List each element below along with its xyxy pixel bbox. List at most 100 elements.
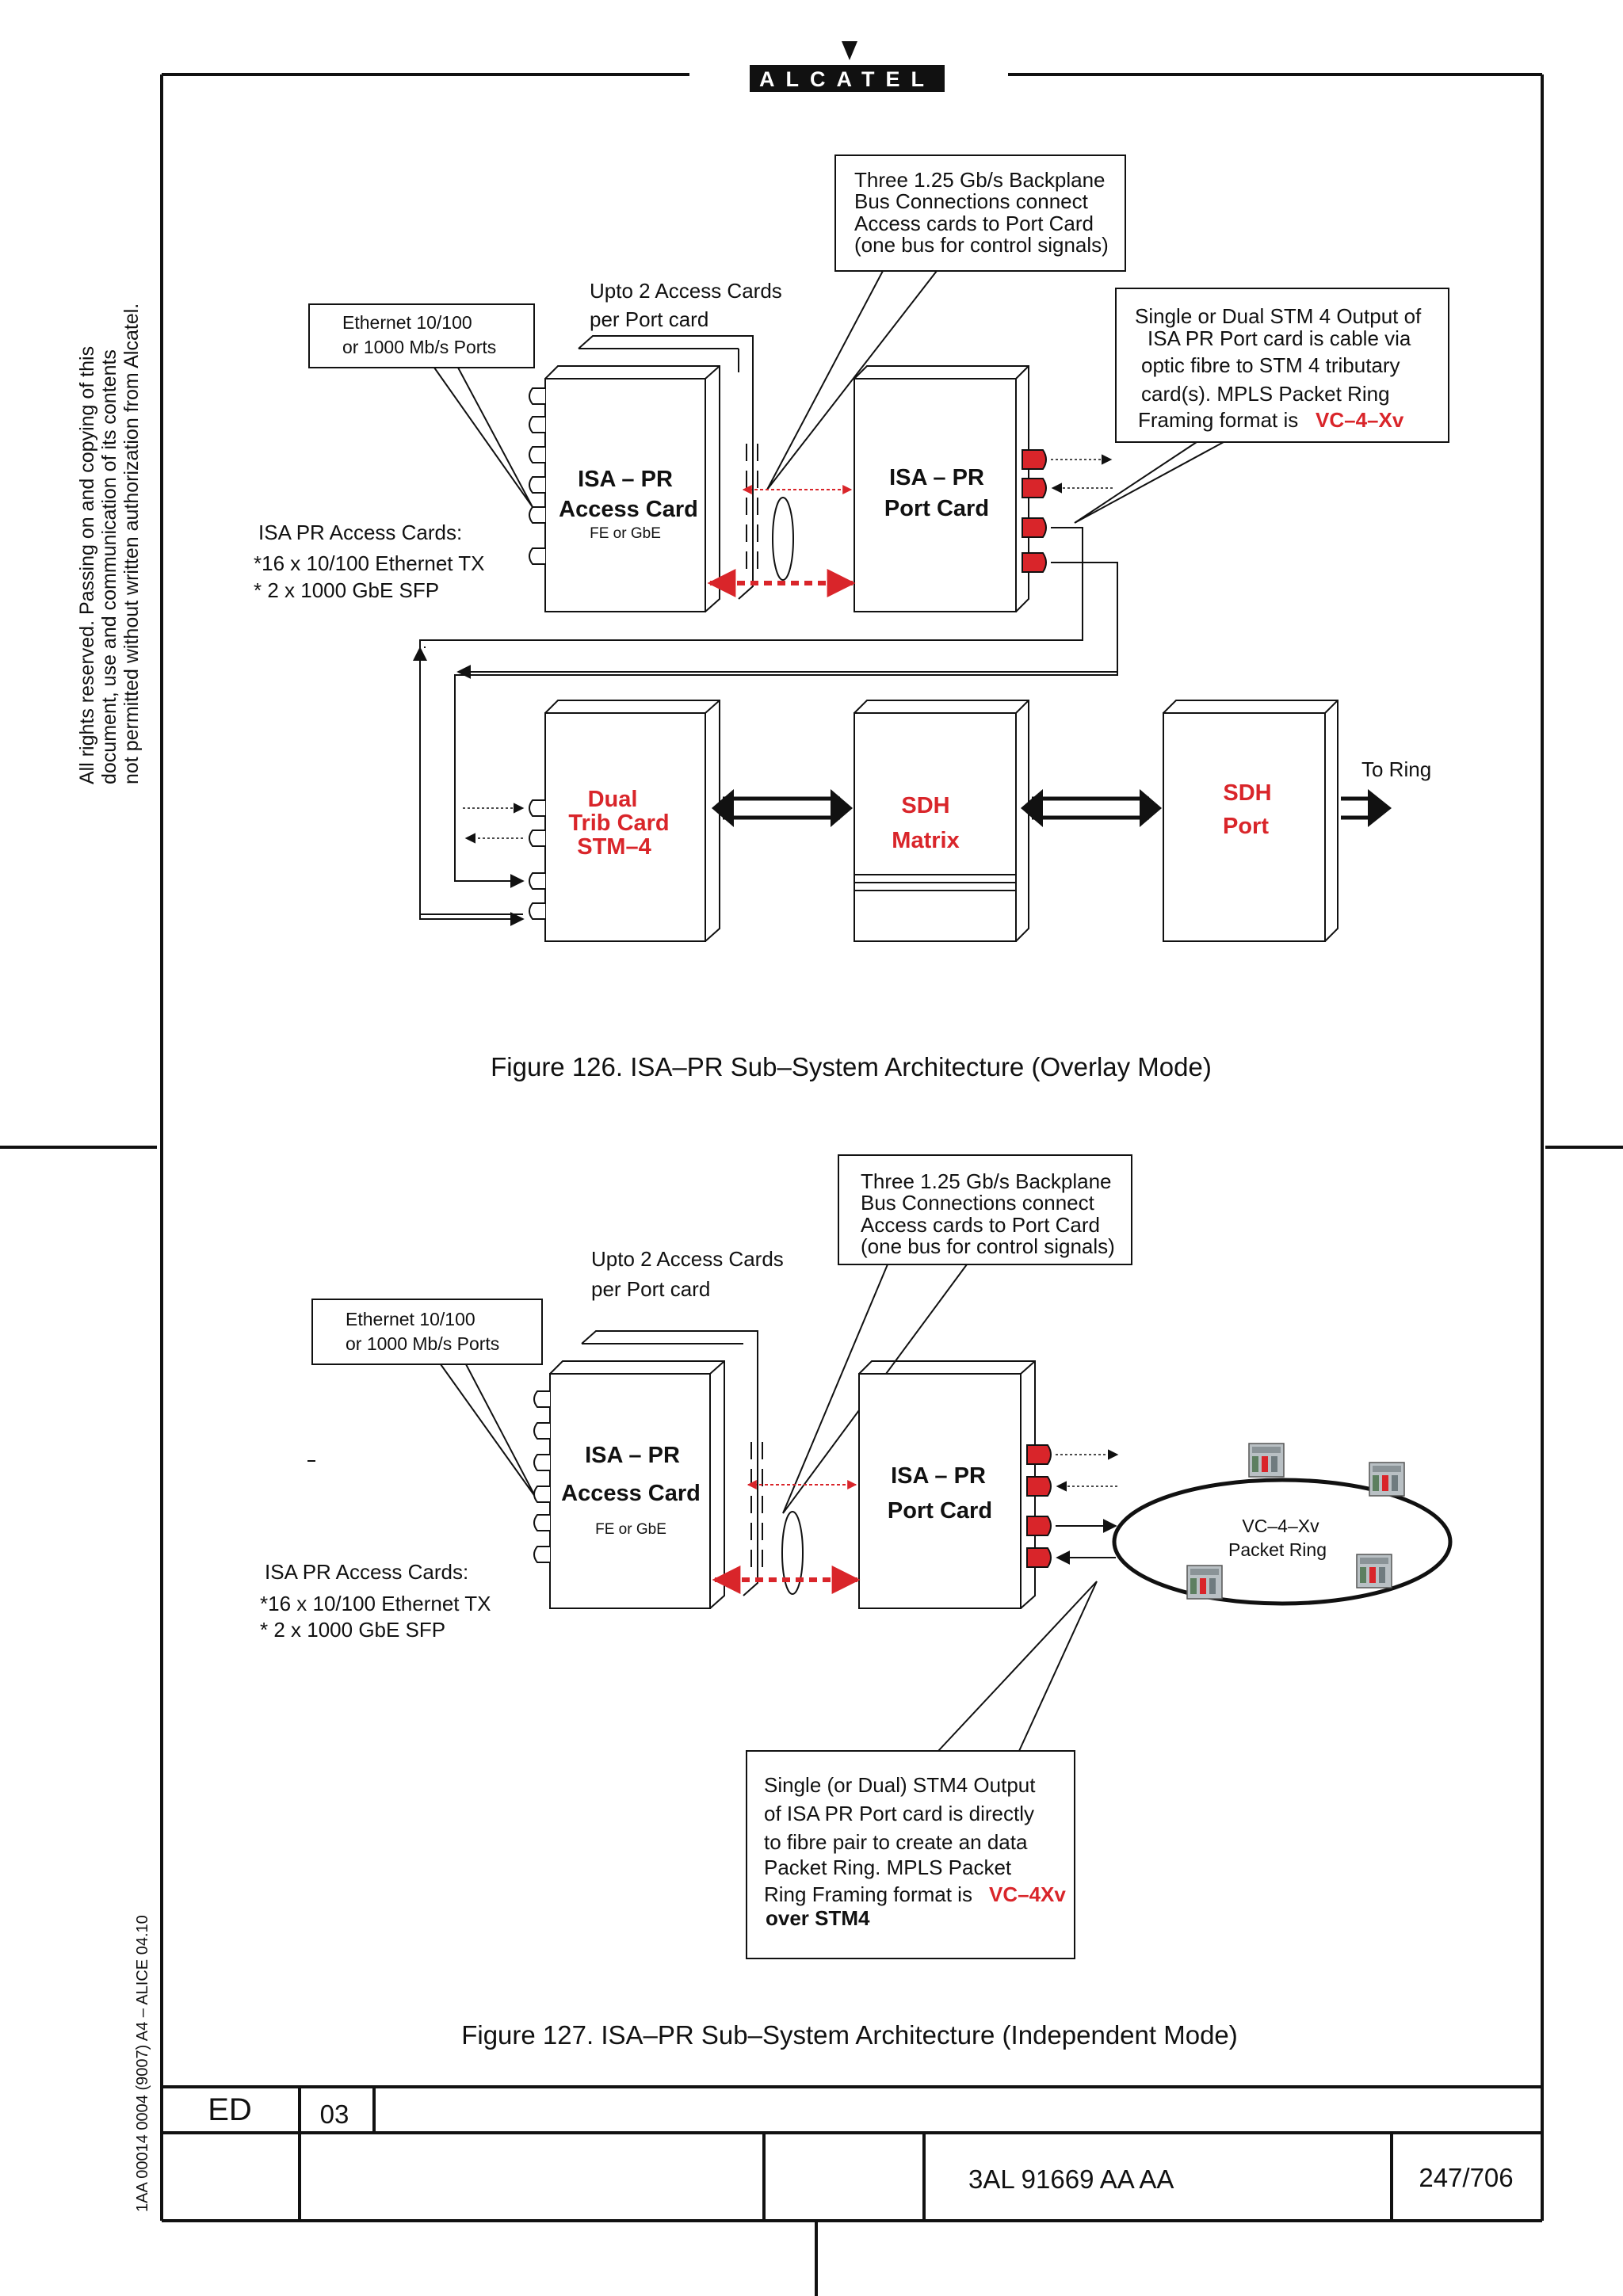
figure-126: Three 1.25 Gb/s Backplane Bus Connection… [254, 154, 1449, 1081]
output-note-bold: over STM4 [766, 1906, 870, 1930]
backplane-note-callout [782, 1264, 968, 1514]
thick-link-arrows [723, 796, 1371, 820]
ethernet-port-connectors [533, 1390, 550, 1563]
stm-note-line: optic fibre to STM 4 tributary [1141, 353, 1400, 377]
sdh-matrix-line: Matrix [892, 828, 959, 853]
ethernet-note-line: or 1000 Mb/s Ports [346, 1333, 499, 1354]
port-card-subtitle: Port Card [888, 1498, 992, 1524]
doc-code-label: 1AA 00014 0004 (9007) A4 – ALICE 04.10 [134, 1915, 151, 2212]
footer-ed-value: 03 [320, 2100, 349, 2129]
backplane-note-line: Three 1.25 Gb/s Backplane [861, 1169, 1112, 1193]
backplane-note-line: Access cards to Port Card [861, 1213, 1100, 1237]
doc-code-text: 1AA 00014 0004 (9007) A4 – ALICE 04.10 [134, 1915, 151, 2212]
output-note-line: of ISA PR Port card is directly [764, 1802, 1034, 1825]
ethernet-note-callout [433, 367, 533, 508]
port-card-subtitle: Port Card [884, 496, 989, 521]
ethernet-note-line: or 1000 Mb/s Ports [342, 337, 496, 357]
stm-output-note-box [1115, 288, 1449, 443]
upto-note-line: per Port card [590, 307, 708, 331]
network-node-icon [1248, 1443, 1285, 1478]
output-note-box [746, 1750, 1075, 1959]
stm-note-callout [1074, 441, 1224, 524]
network-node-icon [1186, 1565, 1223, 1600]
figure-127: Three 1.25 Gb/s Backplane Bus Connection… [260, 1154, 1453, 2050]
access-list-title: ISA PR Access Cards: [258, 521, 462, 544]
output-note-line: to fibre pair to create an data [764, 1830, 1028, 1854]
access-list-item: * 2 x 1000 GbE SFP [254, 578, 439, 602]
backplane-note-line: (one bus for control signals) [861, 1234, 1115, 1258]
upto-note-line: Upto 2 Access Cards [591, 1247, 784, 1271]
page-frame [0, 73, 1623, 2221]
stm-note-line: Framing format is [1138, 408, 1298, 432]
upto-note-line: per Port card [591, 1277, 710, 1301]
stm-note-line: Single or Dual STM 4 Output of [1135, 304, 1422, 328]
backplane-note-line: Bus Connections connect [854, 189, 1089, 213]
footer-ed-label: ED [208, 2092, 252, 2127]
trib-card-line: Trib Card [568, 810, 669, 836]
port-card-title: ISA – PR [891, 1463, 986, 1489]
sdh-matrix: SDH Matrix [854, 700, 1029, 942]
to-ring-label: To Ring [1361, 757, 1431, 781]
optical-port-connectors [1026, 1444, 1052, 1568]
ethernet-note-box [311, 1299, 543, 1365]
sdh-port: SDH Port [1163, 700, 1338, 942]
output-note-line: Ring Framing format is [764, 1882, 972, 1906]
isa-pr-access-card: ISA – PR Access Card FE or GbE [549, 1360, 725, 1609]
stm-note-format: VC–4–Xv [1316, 408, 1404, 432]
access-card-subtitle: Access Card [561, 1481, 701, 1506]
footer-page-number: 247/706 [1419, 2163, 1513, 2192]
side-copyright-note: All rights reserved. Passing on and copy… [76, 303, 143, 784]
sdh-port-line: SDH [1223, 780, 1271, 806]
backplane-note-line: Three 1.25 Gb/s Backplane [854, 168, 1106, 192]
figure-127-caption: Figure 127. ISA–PR Sub–System Architectu… [461, 2020, 1238, 2050]
network-node-icon [1369, 1462, 1405, 1497]
ethernet-note-callout [440, 1363, 537, 1498]
port-card-title: ISA – PR [889, 465, 984, 490]
footer-table [162, 2085, 1542, 2296]
ethernet-note-line: Ethernet 10/100 [342, 312, 472, 333]
footer-doc-number: 3AL 91669 AA AA [968, 2164, 1174, 2194]
upto-note-line: Upto 2 Access Cards [590, 279, 782, 303]
ethernet-note-line: Ethernet 10/100 [346, 1309, 475, 1329]
access-list-item: *16 x 10/100 Ethernet TX [260, 1592, 491, 1615]
network-node-icon [1356, 1554, 1392, 1589]
backplane-note-line: Access cards to Port Card [854, 212, 1094, 235]
access-card-subtitle: Access Card [559, 497, 698, 522]
output-note-line: Single (or Dual) STM4 Output [764, 1773, 1036, 1797]
figure-126-caption: Figure 126. ISA–PR Sub–System Architectu… [491, 1052, 1212, 1081]
backplane-note-line: Bus Connections connect [861, 1191, 1095, 1215]
access-card-title: ISA – PR [578, 467, 673, 492]
ring-label-line: VC–4–Xv [1242, 1516, 1319, 1536]
access-card-type: FE or GbE [595, 1521, 666, 1538]
ring-label-line: Packet Ring [1228, 1539, 1327, 1560]
backplane-note-line: (one bus for control signals) [854, 233, 1109, 257]
output-note-line: Packet Ring. MPLS Packet [764, 1855, 1012, 1879]
isa-pr-access-card: ISA – PR Access Card FE or GbE [544, 365, 720, 612]
packet-ring [1112, 1478, 1453, 1606]
stm-note-line: ISA PR Port card is cable via [1148, 326, 1411, 350]
ethernet-note-box [308, 303, 535, 368]
side-note-line-3: not permitted without written authorizat… [120, 303, 143, 784]
sdh-port-line: Port [1223, 814, 1269, 839]
bus-bundle-ellipse [781, 1511, 804, 1595]
alcatel-logo: ALCATEL [750, 41, 945, 92]
access-card-title: ISA – PR [585, 1443, 680, 1468]
logo-text: ALCATEL [759, 67, 935, 91]
trib-card-line: STM–4 [577, 834, 651, 860]
thick-arrow-heads [712, 789, 1392, 827]
output-note-format: VC–4Xv [989, 1882, 1066, 1906]
dual-trib-card: Dual Trib Card STM–4 [544, 700, 720, 942]
access-list-item: * 2 x 1000 GbE SFP [260, 1618, 445, 1642]
stm-note-line: card(s). MPLS Packet Ring [1141, 382, 1390, 406]
ethernet-port-connectors [529, 387, 545, 565]
side-note-line-1: All rights reserved. Passing on and copy… [76, 346, 98, 784]
trib-card-line: Dual [588, 787, 638, 812]
side-note-line-2: document, use and communication of its c… [98, 349, 120, 784]
access-list-title: ISA PR Access Cards: [265, 1560, 468, 1584]
output-note-callout [938, 1581, 1098, 1752]
backplane-note-box [838, 1154, 1132, 1265]
isa-pr-port-card: ISA – PR Port Card [854, 365, 1029, 612]
trib-card-connectors [529, 799, 545, 920]
optical-port-connectors [1022, 449, 1047, 573]
